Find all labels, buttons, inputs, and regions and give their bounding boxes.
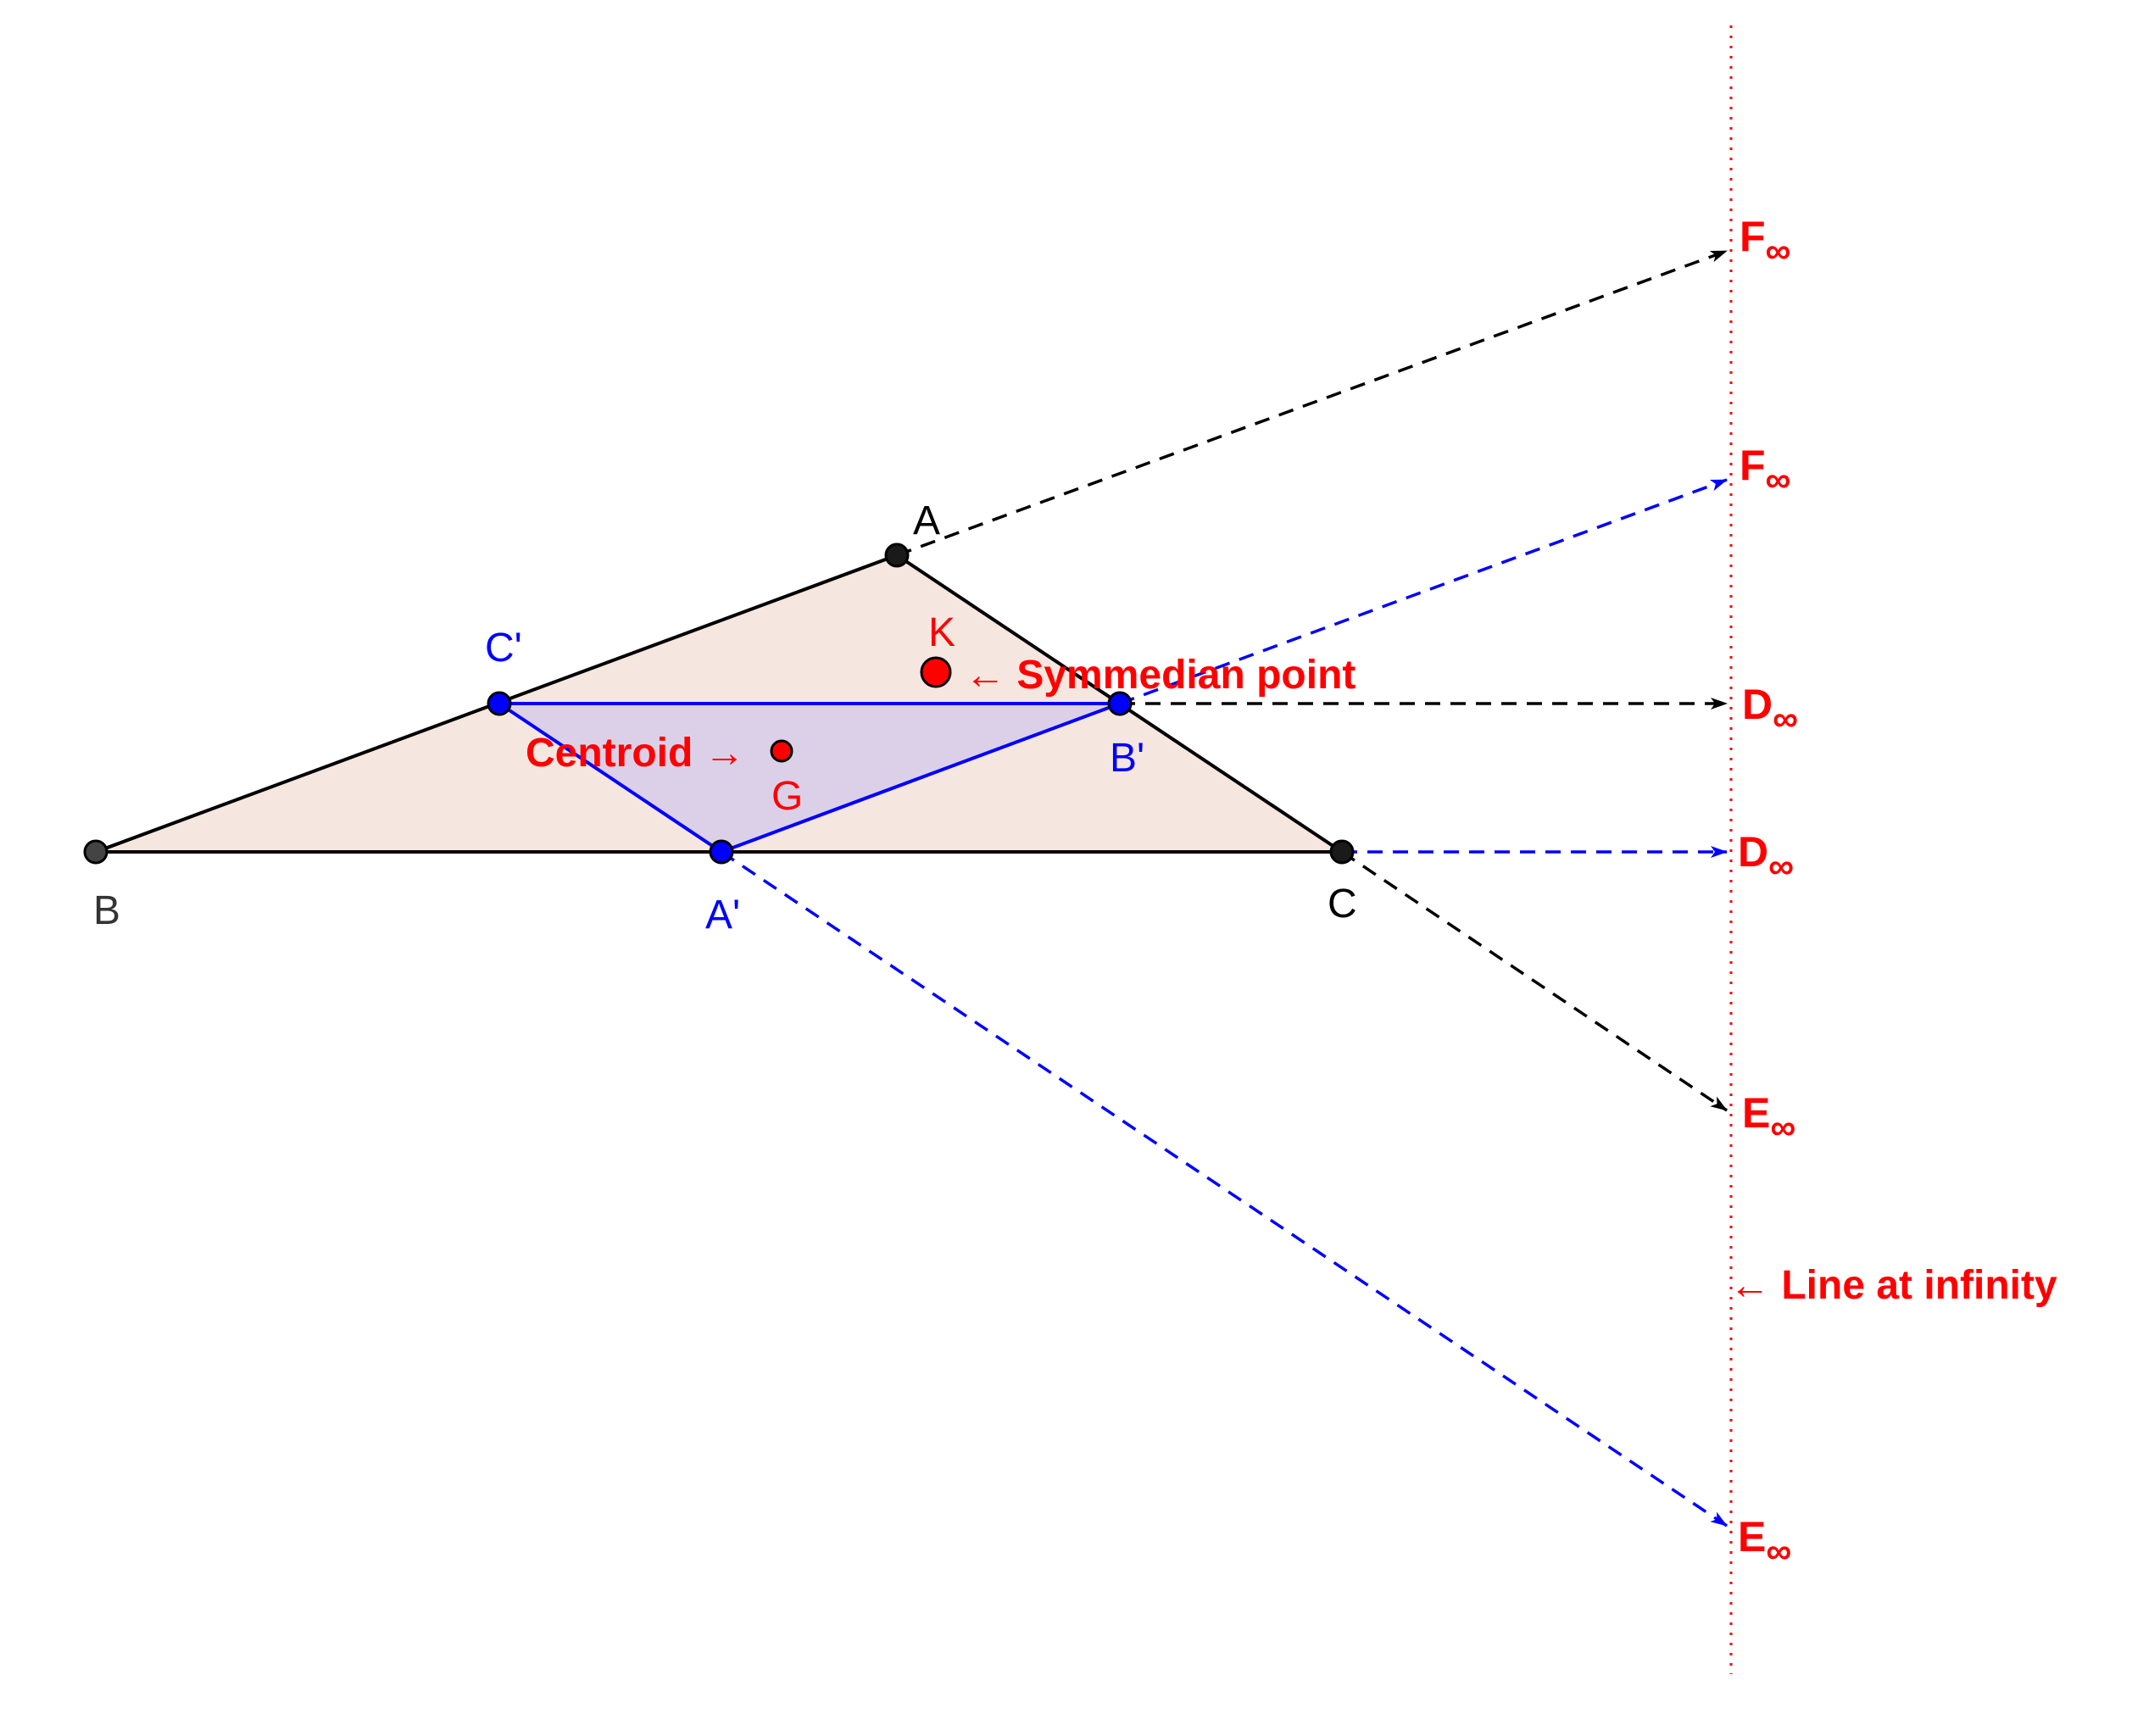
line-at-infinity-annotation: ← Line at infinity [1729,1263,2057,1308]
label-e-infinity-blue: E∞ [1738,1513,1791,1571]
point-a[interactable] [884,542,910,568]
ray-aprime-to-e-infinity [721,850,1728,1527]
ray-a-to-f-infinity [896,249,1728,557]
label-g: G [771,774,803,819]
symmedian-point-annotation: ← Symmedian point [965,653,1355,698]
label-a: A [913,498,940,543]
label-k: K [928,610,955,655]
point-c[interactable] [1329,839,1355,865]
ray-c-to-e-infinity [1341,850,1728,1112]
label-c-prime: C' [485,626,522,670]
label-f-infinity-black: F∞ [1740,213,1791,270]
point-k-symmedian[interactable] [920,656,952,688]
triangle-medial [493,702,1121,854]
point-b-prime[interactable] [1107,691,1133,716]
label-c: C [1328,882,1357,926]
centroid-annotation: Centroid → [526,731,745,776]
point-b[interactable] [83,839,109,865]
label-b: B [93,888,120,933]
label-a-prime: A' [705,893,740,938]
point-g-centroid[interactable] [770,739,793,763]
label-b-prime: B' [1110,736,1144,781]
label-d-infinity-black: D∞ [1742,681,1798,738]
ray-bprime-to-f-infinity [1119,478,1728,705]
label-e-infinity-black: E∞ [1742,1089,1795,1147]
point-a-prime[interactable] [709,839,734,865]
label-f-infinity-blue: F∞ [1740,442,1791,499]
point-c-prime[interactable] [487,691,512,716]
label-d-infinity-blue: D∞ [1738,828,1794,886]
